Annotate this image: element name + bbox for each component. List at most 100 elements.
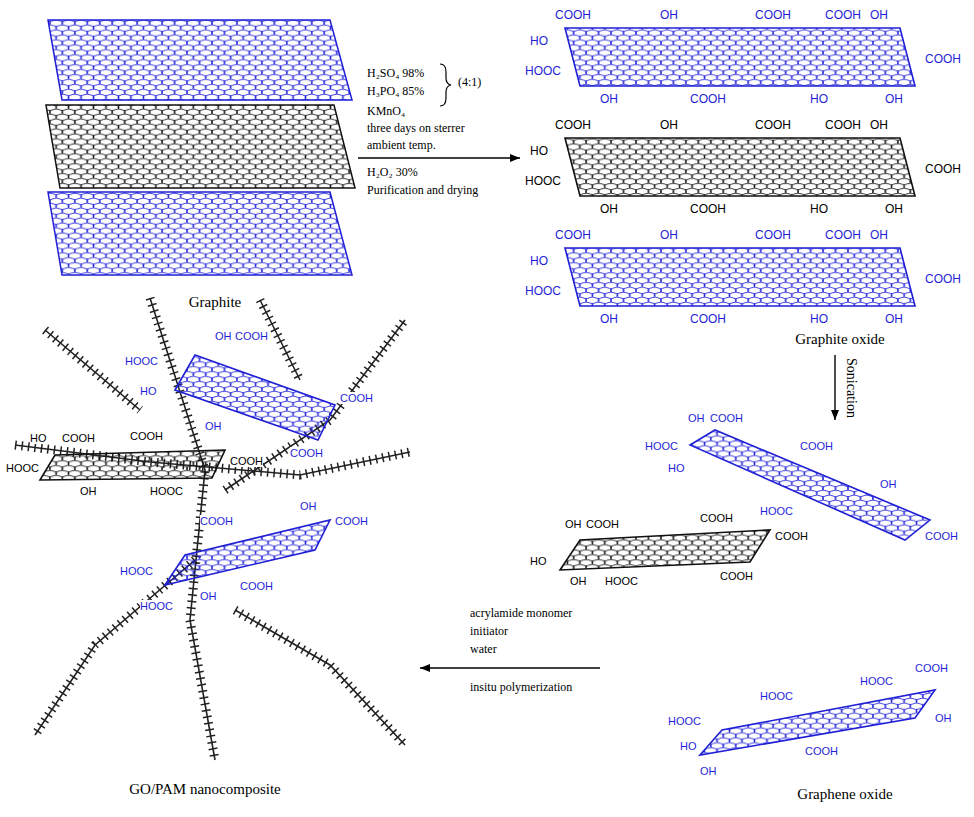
functional-group: HOOC	[6, 462, 39, 474]
figure-caption: Graphene oxide	[797, 786, 892, 803]
functional-group: COOH	[240, 580, 273, 592]
functional-group: HOOC	[140, 600, 173, 612]
functional-group: COOH	[200, 515, 233, 527]
functional-group: COOH	[825, 228, 861, 242]
functional-group: COOH	[555, 118, 591, 132]
oxide-layer	[565, 248, 915, 306]
functional-group: HO	[668, 462, 685, 474]
reaction-condition: H₂O₂ 30%	[367, 165, 418, 180]
functional-group: COOH	[825, 8, 861, 22]
reaction-condition: KMnO₄	[367, 104, 405, 119]
graphene-oxide-sheet	[175, 355, 335, 440]
functional-group: HOOC	[760, 690, 793, 702]
functional-group: COOH	[925, 162, 961, 176]
reaction-condition: H₂SO₄ 98%	[367, 66, 424, 81]
functional-group: COOH	[555, 8, 591, 22]
reaction-condition: acrylamide monomer	[470, 606, 572, 621]
functional-group: HO	[530, 144, 548, 158]
functional-group: OH	[600, 92, 618, 106]
polymer-chain	[45, 330, 140, 410]
functional-group: HOOC	[120, 565, 153, 577]
functional-group: COOH	[340, 392, 373, 404]
step-label: Sonication	[843, 358, 859, 418]
functional-group: HOOC	[125, 355, 158, 367]
functional-group: COOH	[700, 512, 733, 524]
functional-group: OH	[870, 8, 888, 22]
polymer-chain	[260, 300, 300, 380]
functional-group: COOH	[710, 412, 743, 424]
functional-group: OH	[885, 92, 903, 106]
functional-group: COOH	[62, 432, 95, 444]
functional-group: COOH	[235, 330, 268, 342]
functional-group: OH	[215, 330, 232, 342]
graphene-oxide-sheet	[690, 430, 930, 540]
graphene-layer	[48, 20, 352, 100]
graphene-layer	[48, 192, 352, 275]
figure-panel: Graphene oxide	[600, 420, 970, 812]
reaction-condition: insitu polymerization	[470, 680, 572, 695]
figure-caption: Graphite oxide	[795, 331, 885, 348]
functional-group: HO	[810, 312, 828, 326]
polymer-chain	[45, 330, 140, 410]
functional-group: COOH	[925, 52, 961, 66]
functional-group: HOOC	[760, 505, 793, 517]
functional-group: COOH	[925, 530, 958, 542]
functional-group: COOH	[925, 272, 961, 286]
functional-group: OH	[300, 500, 317, 512]
process-arrow	[834, 355, 835, 420]
process-arrow	[358, 157, 520, 158]
functional-group: COOH	[755, 228, 791, 242]
functional-group: HO	[530, 555, 547, 567]
functional-group: OH	[700, 765, 717, 777]
figure-caption: Graphite	[189, 294, 241, 311]
reaction-condition: Purification and drying	[367, 183, 478, 198]
figure-panel: Graphite oxide	[520, 5, 970, 355]
functional-group: HOOC	[525, 284, 561, 298]
functional-group: HO	[810, 92, 828, 106]
functional-group: HO	[680, 740, 697, 752]
graphene-oxide-sheet	[560, 530, 770, 570]
functional-group: OH	[200, 590, 217, 602]
functional-group: OH	[600, 312, 618, 326]
functional-group: OH	[660, 228, 678, 242]
oxide-layer	[565, 138, 915, 196]
graphene-oxide-sheet	[165, 520, 330, 585]
functional-group: COOH	[690, 202, 726, 216]
reaction-condition: H₃PO₄ 85%	[367, 84, 424, 99]
graphene-oxide-sheet	[40, 450, 225, 480]
functional-group: OH	[660, 118, 678, 132]
functional-group: HOOC	[525, 174, 561, 188]
functional-group: HOOC	[668, 715, 701, 727]
functional-group: HOOC	[645, 440, 678, 452]
functional-group: COOH	[230, 455, 263, 467]
functional-group: OH	[600, 202, 618, 216]
functional-group: COOH	[690, 92, 726, 106]
functional-group: COOH	[290, 447, 323, 459]
functional-group: COOH	[915, 662, 948, 674]
reaction-condition: initiator	[470, 624, 508, 639]
functional-group: COOH	[800, 440, 833, 452]
polymer-chain	[235, 610, 405, 745]
functional-group: COOH	[805, 745, 838, 757]
functional-group: HOOC	[860, 675, 893, 687]
figure-panel: Graphite	[30, 10, 358, 322]
figure-caption: GO/PAM nanocomposite	[129, 781, 281, 798]
functional-group: OH	[880, 478, 897, 490]
polymer-chain	[35, 560, 195, 735]
reaction-condition: ambient temp.	[367, 138, 436, 153]
functional-group: COOH	[335, 515, 368, 527]
functional-group: COOH	[555, 228, 591, 242]
polymer-chain	[260, 300, 300, 380]
graphene-oxide-sheet	[700, 690, 935, 755]
polymer-chain	[35, 560, 195, 735]
figure-panel: GO/PAM nanocomposite	[8, 290, 420, 805]
functional-group: HO	[810, 202, 828, 216]
functional-group: OH	[688, 412, 705, 424]
functional-group: OH	[660, 8, 678, 22]
functional-group: COOH	[825, 118, 861, 132]
functional-group: COOH	[130, 430, 163, 442]
functional-group: HO	[530, 254, 548, 268]
